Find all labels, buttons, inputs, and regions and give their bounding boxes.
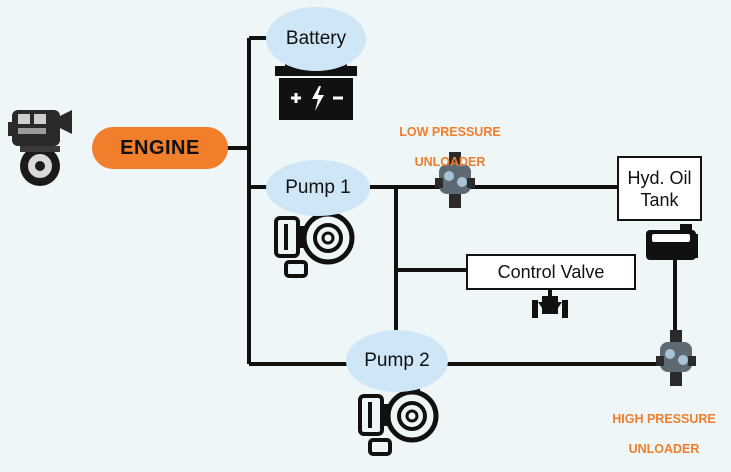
engine-icon: [8, 110, 72, 186]
pump-icon: [358, 382, 439, 456]
engine-node: ENGINE: [92, 127, 228, 169]
pump1-node: Pump 1: [266, 160, 370, 216]
tank-label-line1: Hyd. Oil: [627, 167, 692, 188]
pump2-node: Pump 2: [346, 330, 448, 392]
unloader-valve-icon: [656, 330, 696, 386]
tank-label-line2: Tank: [640, 189, 679, 210]
hyd-oil-tank-node: Hyd. Oil Tank: [617, 156, 702, 221]
control-valve-node: Control Valve: [466, 254, 636, 290]
connector-lines: [226, 36, 677, 366]
low-pressure-line2: UNLOADER: [414, 155, 486, 169]
battery-node: Battery: [266, 7, 366, 71]
oil-tank-icon: [646, 224, 698, 260]
high-pressure-line1: HIGH PRESSURE: [612, 412, 716, 426]
gate-valve-icon: [532, 284, 568, 318]
high-pressure-line2: UNLOADER: [628, 442, 700, 456]
low-pressure-line1: LOW PRESSURE: [399, 125, 501, 139]
high-pressure-unloader-label: HIGH PRESSURE UNLOADER: [601, 397, 727, 472]
low-pressure-unloader-label: LOW PRESSURE UNLOADER: [390, 110, 510, 185]
unloader-valve-icon: [435, 152, 475, 208]
